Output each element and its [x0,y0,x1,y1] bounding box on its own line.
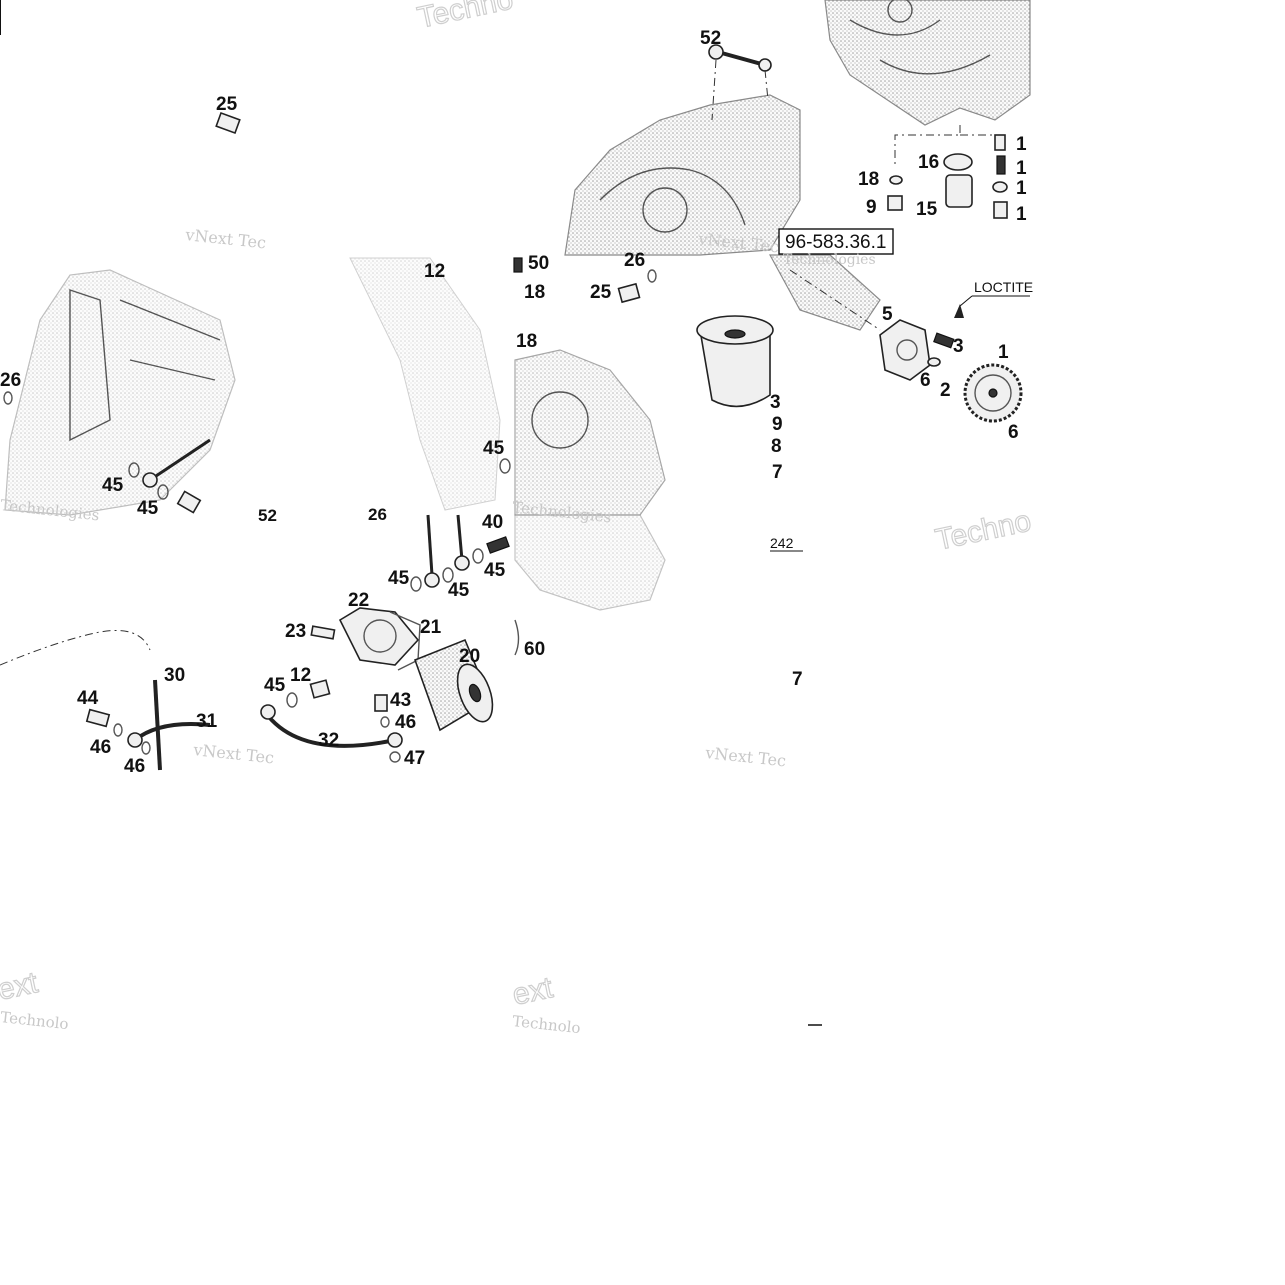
callout-8: 8 [771,436,782,457]
watermark-vnext-4: vNext Tec [704,743,787,770]
callout-18-c: 18 [516,331,537,352]
callout-50: 50 [528,253,549,274]
page-ref-number: 242 [770,535,794,551]
watermark-technolo-2: Technolo [512,1012,582,1037]
callout-1-c: 1 [1016,178,1027,199]
callout-26-c: 26 [368,505,387,524]
loctite-callout: LOCTITE [954,279,1033,318]
watermark-technologies-3: Technologies [783,252,876,268]
reference-number-box: 96-583.36.1 [778,228,894,255]
callout-12-top: 12 [424,261,445,282]
part-60-arc [514,619,520,656]
callout-40: 40 [482,512,503,533]
watermark-vnext-1: vNext Tec [184,225,267,252]
crankcase-top-center [564,94,881,331]
frame-tube-center [349,257,501,511]
callout-52: 52 [700,28,721,49]
callout-46-a: 46 [395,712,416,733]
engine-block-top-right [824,0,1031,126]
watermark-technolo-1: Technolo [0,1008,69,1033]
watermark-vnext-3: vNext Tec [192,740,275,767]
filter-housing [338,607,421,671]
callout-3-filter: 3 [770,392,781,413]
bolt-25-top [215,111,241,135]
oil-pump-cover [879,319,955,381]
callout-25-top: 25 [216,94,238,115]
oil-line-lower [0,630,403,771]
callout-12-lower: 12 [290,665,311,686]
callout-31: 31 [196,711,218,732]
callout-7-a: 7 [772,462,783,483]
washer-26 [3,391,13,405]
callout-5: 5 [882,304,893,325]
callout-22: 22 [348,590,369,611]
oil-lines-center [410,514,510,592]
watermark-techno-right: Techno [933,504,1034,556]
callout-3-pump: 3 [953,336,964,357]
callout-46-c: 46 [124,756,145,777]
oil-filter-canister [696,315,774,408]
reference-number: 96-583.36.1 [785,232,886,253]
washer-45-right [499,458,511,474]
callout-1-d: 1 [1016,204,1027,225]
callout-16: 16 [918,152,939,173]
callout-30: 30 [164,665,185,686]
callout-44: 44 [77,688,99,709]
callout-6-a: 6 [920,370,931,391]
callout-2: 2 [940,380,951,401]
link-rod-52 [708,44,772,121]
callout-9-top: 9 [866,197,877,218]
loctite-label: LOCTITE [974,279,1033,295]
callout-20: 20 [459,646,480,667]
callout-52-b: 52 [258,506,277,525]
oil-line-left [128,438,211,514]
callout-26-center: 26 [624,250,645,271]
callout-60: 60 [524,639,545,660]
callout-1-a: 1 [1016,134,1027,155]
callout-46-b: 46 [90,737,111,758]
callout-18-top: 18 [858,169,879,190]
callout-43: 43 [390,690,411,711]
callout-7-b: 7 [792,669,803,690]
watermark-ext-1: ext [0,966,41,1007]
callout-45-b: 45 [137,498,159,519]
callout-45-f: 45 [484,560,506,581]
page-reference: 242 [770,535,803,552]
centerline-pump [789,269,881,331]
callout-1-b: 1 [1016,158,1027,179]
watermark-ext-2: ext [510,971,557,1012]
callout-47: 47 [404,748,425,769]
callout-15: 15 [916,199,938,220]
callout-21: 21 [420,617,442,638]
strainer-parts [887,125,1008,219]
filter-element-20 [413,638,494,732]
watermark-techno-top: Techno [415,0,516,35]
bolt-25-center [617,269,657,304]
callout-45-g: 45 [264,675,286,696]
frame-left [4,269,236,516]
callout-9-filter: 9 [772,414,783,435]
crankcase-middle [514,349,666,611]
oil-pump-gear [963,363,1023,423]
callout-45-d: 45 [388,568,410,589]
stud-50 [513,257,523,273]
bolt-23 [310,625,336,640]
callout-1-gear: 1 [998,342,1009,363]
callout-6-b: 6 [1008,422,1019,443]
callout-45-c: 45 [483,438,505,459]
callout-numbers: 25 52 16 18 9 15 1 1 1 1 12 50 18 18 25 … [0,28,1027,777]
callout-18-b: 18 [524,282,545,303]
callout-32: 32 [318,730,339,751]
callout-23: 23 [285,621,306,642]
callout-25-center: 25 [590,282,612,303]
callout-26-left: 26 [0,370,21,391]
callout-45-a: 45 [102,475,124,496]
callout-45-e: 45 [448,580,470,601]
